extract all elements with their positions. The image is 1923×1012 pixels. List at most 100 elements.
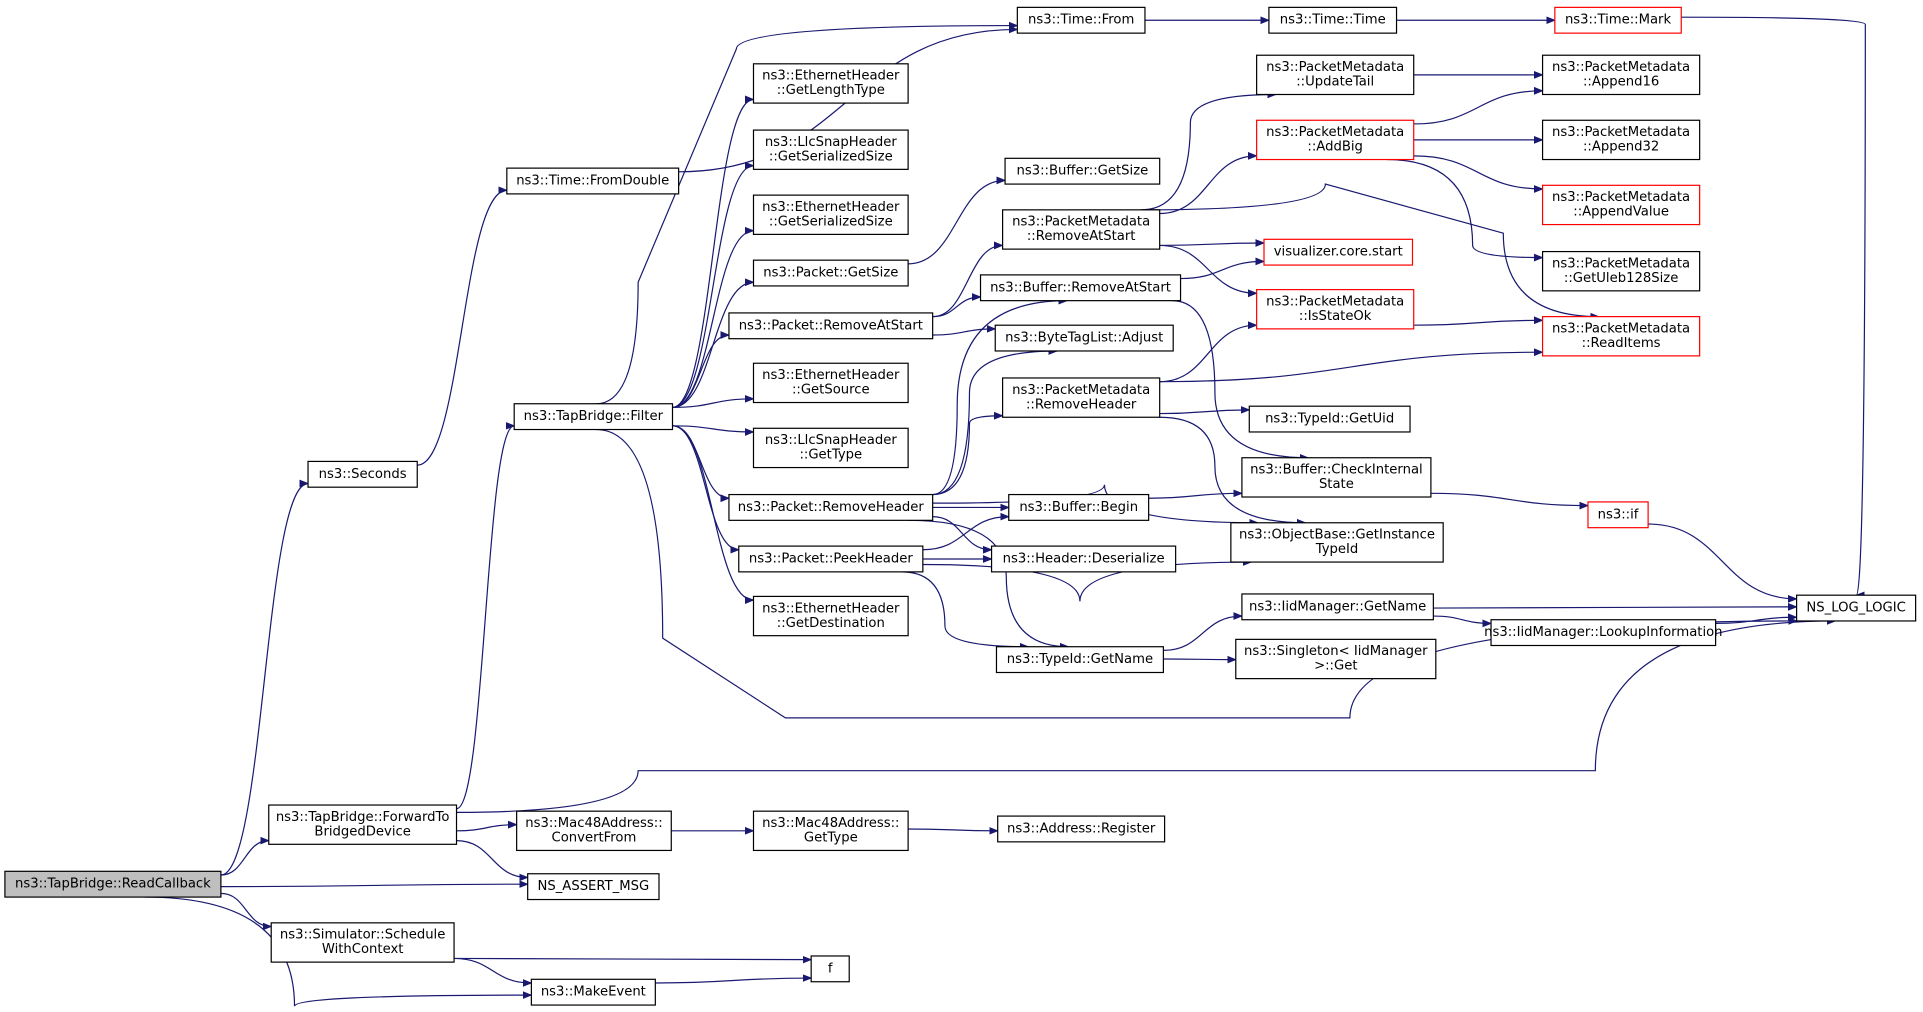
node-iid_getname[interactable]: ns3::IidManager::GetName: [1241, 593, 1434, 621]
edge-pkt_removeheader-to-hdr_deserialize: [932, 516, 992, 550]
node-addr_register[interactable]: ns3::Address::Register: [997, 815, 1166, 843]
edge-pkt_removeheader-to-buf_removeatstart: [932, 301, 1067, 496]
node-pm_isstateok[interactable]: ns3::PacketMetadata::IsStateOk: [1256, 289, 1415, 330]
node-btl_adjust[interactable]: ns3::ByteTagList::Adjust: [994, 324, 1174, 352]
node-box: [513, 403, 674, 431]
node-box: [1002, 209, 1161, 250]
node-ns3_if[interactable]: ns3::if: [1587, 501, 1649, 529]
node-box: [1587, 501, 1649, 529]
node-label: ::GetSource: [792, 383, 870, 398]
node-buf_getsize[interactable]: ns3::Buffer::GetSize: [1004, 157, 1161, 185]
node-label: ConvertFrom: [552, 831, 637, 846]
node-pm_appendvalue[interactable]: ns3::PacketMetadata::AppendValue: [1541, 184, 1701, 226]
node-timemark[interactable]: ns3::Time::Mark: [1554, 6, 1682, 34]
node-timefrom[interactable]: ns3::Time::From: [1016, 6, 1146, 34]
edge-filter-to-pkt_peekheader: [672, 425, 739, 550]
edge-filter-to-ns_log_logic: [596, 428, 1796, 719]
node-pkt_getsize[interactable]: ns3::Packet::GetSize: [752, 259, 909, 287]
node-timetime[interactable]: ns3::Time::Time: [1268, 6, 1398, 34]
node-pm_getuleb[interactable]: ns3::PacketMetadata::GetUleb128Size: [1541, 250, 1701, 292]
node-pm_append32[interactable]: ns3::PacketMetadata::Append32: [1541, 119, 1701, 161]
node-makeevent[interactable]: ns3::MakeEvent: [530, 978, 656, 1006]
node-label: ns3::Time::Time: [1280, 13, 1386, 28]
node-llc_sersize[interactable]: ns3::LlcSnapHeader::GetSerializedSize: [752, 129, 909, 170]
node-pkt_peekheader[interactable]: ns3::Packet::PeekHeader: [738, 545, 924, 573]
node-ns_log_logic[interactable]: NS_LOG_LOGIC: [1795, 594, 1917, 622]
node-box: [506, 167, 680, 195]
node-pm_append16[interactable]: ns3::PacketMetadata::Append16: [1541, 54, 1701, 96]
node-label: ::IsStateOk: [1299, 309, 1372, 324]
node-readcallback[interactable]: ns3::TapBridge::ReadCallback: [4, 870, 222, 898]
node-buf_begin[interactable]: ns3::Buffer::Begin: [1008, 493, 1150, 521]
edge-filter-to-timefrom: [596, 26, 1017, 405]
edge-pkt_removeatstart-to-pm_removeatstart: [932, 245, 1003, 318]
node-label: ns3::Buffer::RemoveAtStart: [990, 280, 1171, 295]
node-seconds[interactable]: ns3::Seconds: [307, 460, 418, 488]
node-pm_removeheader[interactable]: ns3::PacketMetadata::RemoveHeader: [1002, 377, 1161, 418]
edge-sim_schedule-to-f: [454, 958, 811, 959]
node-eth_lengthtype[interactable]: ns3::EthernetHeader::GetLengthType: [752, 63, 909, 104]
node-mac_gettype[interactable]: ns3::Mac48Address::GetType: [752, 810, 909, 852]
node-label: ns3::Buffer::Begin: [1019, 500, 1138, 515]
node-iid_lookup[interactable]: ns3::IidManager::LookupInformation: [1484, 619, 1723, 647]
edge-pm_removeatstart-to-pm_isstateok: [1159, 244, 1257, 293]
node-buf_removeatstart[interactable]: ns3::Buffer::RemoveAtStart: [979, 274, 1182, 302]
node-label: ns3::Buffer::GetSize: [1016, 164, 1148, 179]
node-box: [728, 493, 934, 521]
node-typeid_getuid[interactable]: ns3::TypeId::GetUid: [1248, 405, 1411, 433]
edge-pkt_removeheader-to-btl_adjust: [932, 351, 1057, 496]
edge-pkt_removeheader-to-pm_removeheader: [932, 416, 1003, 496]
node-fromdouble[interactable]: ns3::Time::FromDouble: [506, 167, 680, 195]
node-typeid_getname[interactable]: ns3::TypeId::GetName: [995, 646, 1164, 674]
node-box: [1004, 157, 1161, 185]
node-singleton_get[interactable]: ns3::Singleton< IidManager>::Get: [1235, 638, 1437, 680]
node-pm_addbig[interactable]: ns3::PacketMetadata::AddBig: [1256, 119, 1415, 161]
node-label: ns3::LlcSnapHeader: [765, 135, 898, 150]
node-ns_assert_msg[interactable]: NS_ASSERT_MSG: [527, 873, 660, 901]
node-filter[interactable]: ns3::TapBridge::Filter: [513, 403, 674, 431]
node-label: visualizer.core.start: [1274, 245, 1403, 260]
node-pm_updatetail[interactable]: ns3::PacketMetadata::UpdateTail: [1256, 54, 1415, 96]
edge-pkt_getsize-to-buf_getsize: [908, 180, 1005, 265]
edge-pkt_peekheader-to-typeid_getname: [901, 571, 1028, 647]
node-pkt_removeheader[interactable]: ns3::Packet::RemoveHeader: [728, 493, 934, 521]
node-box: [738, 545, 924, 573]
node-label: ns3::Time::FromDouble: [516, 174, 669, 189]
node-label: ns3::Mac48Address::: [525, 816, 662, 831]
node-layer: ns3::TapBridge::ReadCallback ns3::Seconds…: [4, 6, 1917, 1006]
node-label: ns3::PacketMetadata: [1552, 256, 1690, 271]
edge-filter-to-llc_sersize: [672, 166, 754, 409]
node-eth_source[interactable]: ns3::EthernetHeader::GetSource: [752, 362, 909, 404]
node-label: ::RemoveHeader: [1026, 397, 1137, 412]
edge-pm_addbig-to-pm_appendvalue: [1413, 155, 1543, 189]
node-box: [752, 63, 909, 104]
node-f[interactable]: f: [810, 955, 850, 983]
edge-forward-to-mac_convertfrom: [456, 825, 517, 832]
node-mac_convertfrom[interactable]: ns3::Mac48Address::ConvertFrom: [516, 810, 672, 852]
node-label: ns3::Seconds: [319, 467, 407, 482]
node-label: ::ReadItems: [1582, 336, 1661, 351]
node-viz_start[interactable]: visualizer.core.start: [1263, 238, 1414, 266]
node-box: [752, 810, 909, 852]
node-label: ns3::EthernetHeader: [762, 69, 900, 84]
node-hdr_deserialize[interactable]: ns3::Header::Deserialize: [990, 545, 1177, 573]
node-eth_sersize[interactable]: ns3::EthernetHeader::GetSerializedSize: [752, 194, 909, 235]
edge-readcallback-to-forward: [220, 841, 269, 876]
edge-filter-to-pkt_removeatstart: [672, 335, 729, 409]
node-llc_type[interactable]: ns3::LlcSnapHeader::GetType: [752, 427, 909, 469]
edge-readcallback-to-sim_schedule: [220, 892, 272, 926]
node-box: [1541, 316, 1701, 357]
node-pm_removeatstart[interactable]: ns3::PacketMetadata::RemoveAtStart: [1002, 209, 1161, 250]
node-pm_readitems[interactable]: ns3::PacketMetadata::ReadItems: [1541, 316, 1701, 357]
node-box: [990, 545, 1177, 573]
node-label: ns3::TapBridge::Filter: [524, 409, 664, 424]
node-label: ::Append16: [1583, 75, 1659, 90]
node-eth_destination[interactable]: ns3::EthernetHeader::GetDestination: [752, 595, 909, 637]
node-pkt_removeatstart[interactable]: ns3::Packet::RemoveAtStart: [728, 312, 934, 340]
node-label: ::GetSerializedSize: [769, 215, 893, 230]
node-label: ns3::Packet::RemoveHeader: [738, 500, 925, 515]
